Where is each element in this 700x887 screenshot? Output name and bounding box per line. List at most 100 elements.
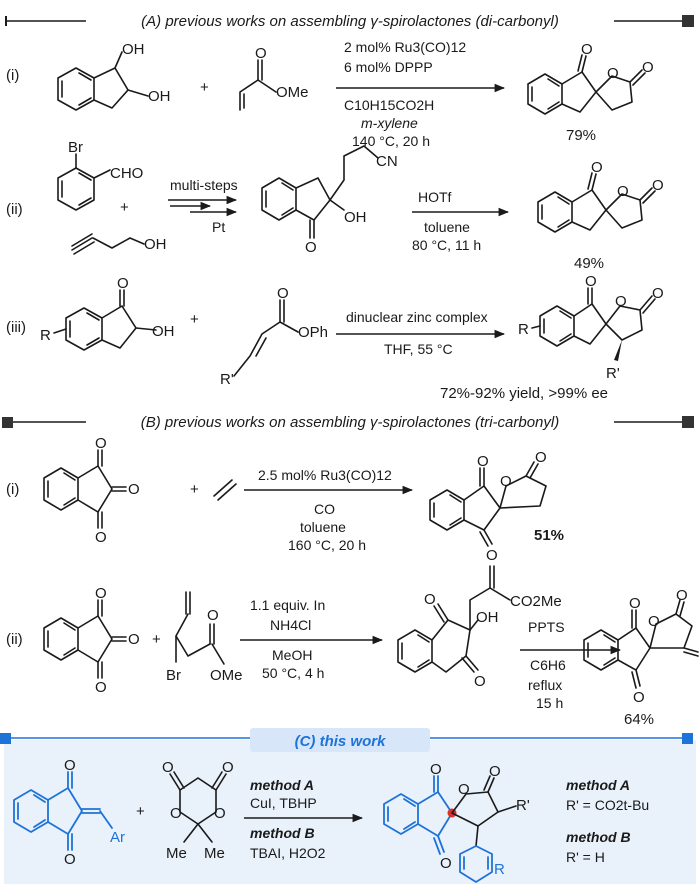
atom-o: O	[95, 435, 107, 452]
condition-text: PPTS	[528, 619, 565, 635]
arylidene-indanedione-structure: O O Ar	[13, 757, 125, 868]
svg-text:+: +	[200, 79, 209, 96]
atom-ar: Ar	[110, 829, 125, 846]
atom-o: O	[95, 529, 107, 546]
condition-text: 80 °C, 11 h	[412, 237, 481, 253]
atom-o: O	[486, 547, 498, 564]
atom-oph: OPh	[298, 324, 328, 341]
atom-o: O	[277, 285, 289, 302]
atom-ome: OMe	[276, 84, 309, 101]
atom-o: O	[591, 159, 603, 176]
condition-text: MeOH	[272, 647, 312, 663]
chiral-spirolactone-product: R O O O R'	[518, 273, 664, 382]
condition-text: 160 °C, 20 h	[288, 537, 366, 553]
atom-o: O	[585, 273, 597, 290]
atom-o: O	[629, 595, 641, 612]
phenyl-acrylate-structure: O OPh R'	[220, 285, 328, 388]
indanetrione-structure: O O O	[43, 435, 140, 546]
atom-o: O	[64, 757, 76, 774]
atom-oh: OH	[152, 323, 175, 340]
atom-r: R	[40, 327, 51, 344]
atom-oh: OH	[476, 609, 499, 626]
atom-ome: OMe	[210, 667, 243, 684]
atom-br: Br	[68, 139, 83, 156]
svg-text:+: +	[190, 311, 199, 328]
condition-text: 140 °C, 20 h	[352, 133, 430, 149]
method-b-label: method B	[566, 829, 631, 845]
spirolactone-product: O O O	[537, 159, 664, 233]
svg-text:+: +	[152, 631, 161, 648]
spiro-dione-lactone-product: O O O O	[429, 449, 547, 564]
atom-o: O	[489, 763, 501, 780]
atom-o: O	[162, 759, 174, 776]
section-a-title: (A) previous works on assembling γ-spiro…	[141, 13, 559, 30]
atom-co2me: CO2Me	[510, 593, 562, 610]
atom-o: O	[128, 481, 140, 498]
atom-o: O	[430, 761, 442, 778]
methylene-spirolactone-product: O O O O	[583, 587, 699, 706]
atom-rprime: R'	[220, 371, 234, 388]
atom-o: O	[615, 293, 627, 310]
atom-oh: OH	[148, 88, 171, 105]
section-c-panel: (C) this work	[0, 728, 696, 884]
atom-o: O	[95, 585, 107, 602]
svg-text:+: +	[120, 199, 129, 216]
spirolactone-product: O O O	[527, 41, 654, 115]
bromobenzaldehyde-structure: Br CHO	[57, 139, 143, 211]
atom-oh: OH	[144, 236, 167, 253]
method-a-label: method A	[250, 777, 314, 793]
condition-text: CO	[314, 501, 335, 517]
section-c-title: (C) this work	[295, 733, 386, 750]
row-label: (ii)	[6, 201, 23, 218]
method-b-label: method B	[250, 825, 315, 841]
row-c: O O Ar + O O O O Me Me method A CuI, TBH…	[13, 757, 649, 883]
condition-text: multi-steps	[170, 177, 238, 193]
atom-r: R	[494, 861, 505, 878]
row-label: (i)	[6, 67, 19, 84]
atom-o: O	[474, 673, 486, 690]
atom-o: O	[581, 41, 593, 58]
atom-o: O	[652, 285, 664, 302]
atom-o: O	[222, 759, 234, 776]
method-a-label: method A	[566, 777, 630, 793]
condition-text: toluene	[424, 219, 470, 235]
svg-text:+: +	[190, 481, 199, 498]
hydroxy-dione-intermediate: O OH CO2Me O	[397, 565, 562, 690]
condition-text: C6H6	[530, 657, 566, 673]
row-a3: (iii) R O OH + O OPh R' d	[6, 273, 664, 402]
yield-text: 51%	[534, 527, 564, 544]
atom-o: O	[117, 275, 129, 292]
condition-text: NH4Cl	[270, 617, 311, 633]
atom-o: O	[648, 613, 660, 630]
atom-o: O	[255, 45, 267, 62]
atom-rprime: R'	[606, 365, 620, 382]
section-b-title: (B) previous works on assembling γ-spiro…	[141, 414, 559, 431]
method-b-substituent: R' = H	[566, 849, 605, 865]
atom-me: Me	[204, 845, 225, 862]
condition-text: 50 °C, 4 h	[262, 665, 324, 681]
atom-o: O	[642, 59, 654, 76]
row-a2: (ii) Br CHO + OH multi-steps Pt	[6, 139, 664, 272]
target-spirolactone-product: O O O O R' R	[383, 761, 530, 883]
atom-o: O	[500, 473, 512, 490]
atom-cn: CN	[376, 153, 398, 170]
atom-o: O	[477, 453, 489, 470]
row-label: (iii)	[6, 319, 26, 336]
yield-text: 64%	[624, 711, 654, 728]
row-label: (ii)	[6, 631, 23, 648]
atom-me: Me	[166, 845, 187, 862]
atom-r: R	[518, 321, 529, 338]
condition-text: dinuclear zinc complex	[346, 309, 488, 325]
atom-o: O	[652, 177, 664, 194]
condition-text: 15 h	[536, 695, 563, 711]
condition-text: HOTf	[418, 189, 452, 205]
bromomethyl-acrylate-structure: O Br OMe	[166, 591, 243, 684]
atom-o: O	[214, 805, 226, 822]
method-b-condition: TBAI, H2O2	[250, 845, 326, 861]
atom-o: O	[633, 689, 645, 706]
svg-text:+: +	[136, 803, 145, 820]
atom-oh: OH	[122, 41, 145, 58]
atom-o: O	[535, 449, 547, 466]
yield-text: 72%-92% yield, >99% ee	[440, 385, 608, 402]
